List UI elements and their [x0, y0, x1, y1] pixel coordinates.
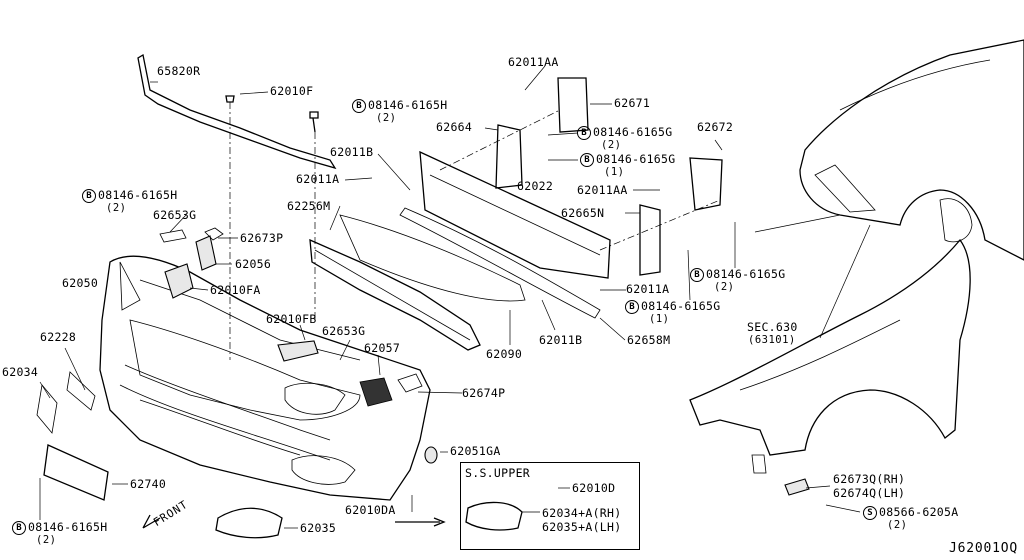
label-62740: 62740	[130, 477, 167, 491]
label-62665N: 62665N	[561, 206, 605, 220]
bolt-symbol-b: B	[577, 126, 591, 140]
bolt-symbol-s: S	[863, 506, 877, 520]
label-62674P: 62674P	[462, 386, 506, 400]
qty-left: (2)	[106, 202, 127, 214]
bracket-62010FB	[277, 340, 319, 362]
label-62010DA: 62010DA	[345, 503, 396, 517]
label-62664: 62664	[436, 120, 473, 134]
label-62035: 62035	[300, 521, 337, 535]
front-arrow	[142, 514, 161, 529]
label-62672: 62672	[697, 120, 734, 134]
label-62671: 62671	[614, 96, 651, 110]
grille-62057	[359, 377, 393, 407]
label-62011B-top: 62011B	[330, 145, 374, 159]
molding-strip-65820R	[137, 53, 337, 170]
label-62256M: 62256M	[287, 199, 331, 213]
label-62090: 62090	[486, 347, 523, 361]
label-62658M: 62658M	[627, 333, 671, 347]
qty-top: (2)	[376, 112, 397, 124]
label-62653G-top: 62653G	[153, 208, 197, 222]
inset-ss-upper: S.S.UPPER	[460, 462, 640, 550]
label-08146-6165G-a: 08146-6165G	[593, 125, 673, 139]
foglamp-inset	[465, 501, 523, 531]
seal-62653G-top	[159, 229, 187, 243]
label-08146-6165H-bot: 08146-6165H	[28, 520, 108, 534]
bolt-symbol-b: B	[625, 300, 639, 314]
label-62056: 62056	[235, 257, 272, 271]
inset-title: S.S.UPPER	[465, 466, 531, 480]
bracket-62664	[495, 124, 523, 189]
bracket-62672	[689, 157, 723, 211]
label-62034A: 62034+A(RH)	[542, 506, 622, 520]
clip-62010F	[225, 95, 235, 103]
cap-62051GA	[424, 446, 438, 464]
grille-62256M	[309, 238, 481, 351]
label-62673P: 62673P	[240, 231, 284, 245]
label-62011AA-right: 62011AA	[577, 183, 628, 197]
bracket-62665N	[639, 204, 661, 276]
fender-63101	[689, 238, 971, 456]
label-62674Q: 62674Q(LH)	[833, 486, 906, 500]
bracket-62674P	[397, 373, 423, 393]
label-65820R: 65820R	[157, 64, 201, 78]
bolt-symbol-b: B	[352, 99, 366, 113]
bracket-62740	[43, 444, 109, 501]
bracket-62673Q	[784, 478, 810, 496]
label-08146-6165H-left: 08146-6165H	[98, 188, 178, 202]
label-62022: 62022	[517, 179, 554, 193]
qty-bot: (2)	[36, 534, 57, 546]
label-62010FA: 62010FA	[210, 283, 261, 297]
qty-a: (2)	[601, 139, 622, 151]
bolt-symbol-b: B	[580, 153, 594, 167]
label-62011A-mid: 62011A	[626, 282, 670, 296]
label-62050: 62050	[62, 276, 99, 290]
label-sec63101: (63101)	[748, 334, 796, 346]
qty-s: (2)	[887, 519, 908, 531]
member-62658M	[399, 207, 601, 319]
label-62010F: 62010F	[270, 84, 314, 98]
label-08146-6165G-c: 08146-6165G	[706, 267, 786, 281]
diagram-code: J62001OQ	[948, 541, 1018, 556]
label-62051GA: 62051GA	[450, 444, 501, 458]
label-08146-6165G-b: 08146-6165G	[596, 152, 676, 166]
qty-d: (1)	[649, 313, 670, 325]
label-62035A: 62035+A(LH)	[542, 520, 622, 534]
bracket-62228	[66, 371, 96, 411]
bracket-62056	[195, 235, 217, 271]
label-62228: 62228	[40, 330, 77, 344]
bumper-fascia-62050	[99, 255, 431, 501]
label-62673Q: 62673Q(RH)	[833, 472, 906, 486]
bracket-62010FA	[164, 263, 194, 299]
clip-62034	[36, 384, 58, 434]
label-62010FB: 62010FB	[266, 312, 317, 326]
screw-top	[309, 111, 319, 133]
label-62057: 62057	[364, 341, 401, 355]
vehicle-outline	[799, 39, 1024, 261]
foglamp-cover-62035	[215, 507, 283, 539]
label-08146-6165G-d: 08146-6165G	[641, 299, 721, 313]
bracket-62671	[557, 77, 589, 133]
bolt-symbol-b: B	[690, 268, 704, 282]
qty-b: (1)	[604, 166, 625, 178]
bracket-lower-fender	[751, 454, 767, 474]
label-sec630: SEC.630	[747, 320, 798, 334]
label-62034: 62034	[2, 365, 39, 379]
label-62653G-mid: 62653G	[322, 324, 366, 338]
absorber-62090	[339, 214, 526, 302]
bolt-symbol-b: B	[82, 189, 96, 203]
reinforcement-62022	[419, 150, 611, 279]
qty-c: (2)	[714, 281, 735, 293]
label-62011A-left: 62011A	[296, 172, 340, 186]
label-08146-6165H-top: 08146-6165H	[368, 98, 448, 112]
label-08566-6205A: 08566-6205A	[879, 505, 959, 519]
label-62011AA-top: 62011AA	[508, 55, 559, 69]
bolt-symbol-b: B	[12, 521, 26, 535]
label-62011B-mid: 62011B	[539, 333, 583, 347]
bracket-62673P	[204, 227, 224, 241]
label-62010D: 62010D	[572, 481, 616, 495]
